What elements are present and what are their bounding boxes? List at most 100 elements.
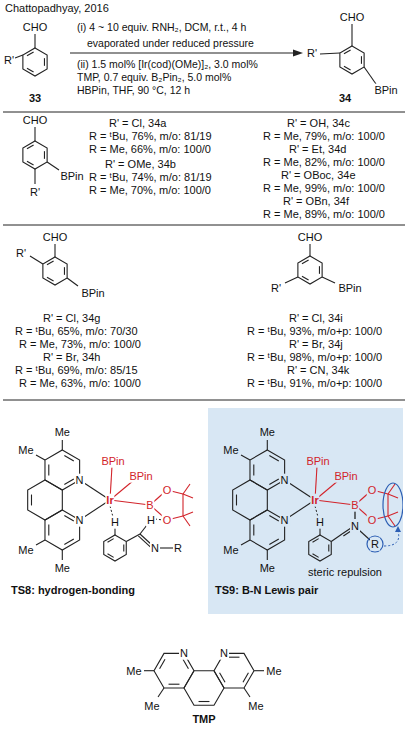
bond-line [320, 53, 340, 54]
atom-label: O [367, 484, 378, 497]
entry-header: R' = Br, 34j [288, 338, 344, 351]
bond-line [269, 516, 278, 521]
bond-line [331, 534, 342, 542]
bond-line [254, 670, 264, 671]
entry-result: R = Me, 79%, m/o: 100/0 [262, 130, 386, 143]
entry-header: R' = CN, 34k [286, 364, 350, 377]
steric-circle [367, 536, 383, 552]
bond-line [315, 500, 355, 505]
atom-label: CHO [339, 11, 365, 24]
atom-label: N [219, 647, 229, 660]
bond-line [27, 145, 34, 149]
bond-line [354, 511, 355, 519]
bond-line [126, 534, 140, 542]
bond-line [269, 456, 278, 461]
atom-label: CHO [297, 231, 323, 244]
atom-label: R [370, 538, 380, 551]
bond-line [183, 484, 190, 494]
bond-line [62, 550, 63, 560]
bond-line [302, 260, 309, 264]
bond-line [44, 58, 45, 66]
bond-line [3, 400, 405, 401]
bond-line [285, 277, 298, 283]
arrow-head [293, 50, 303, 57]
ts-caption: TS8: hydrogen-bonding [10, 584, 136, 597]
bond-line [313, 554, 319, 558]
bond-line [64, 539, 73, 544]
atom-label: Ir [310, 494, 319, 507]
bond-line [267, 440, 268, 450]
bond-line [220, 673, 225, 682]
bond-line [322, 277, 335, 283]
bond-line [183, 512, 193, 516]
annotation-text: steric repulsion [307, 566, 383, 579]
bond-line [182, 494, 183, 516]
bond-line [253, 465, 254, 476]
bond-line [388, 494, 398, 498]
bond-line [253, 525, 254, 536]
bond-line [364, 67, 376, 84]
atom-label: CHO [42, 231, 68, 244]
atom-label: BPin [337, 282, 362, 295]
bond-line [54, 244, 55, 257]
ts-caption: TS9: B-N Lewis pair [214, 584, 319, 597]
bond-line [44, 151, 45, 159]
atom-label: CHO [22, 114, 48, 127]
entry-header: R' = Cl, 34a [108, 117, 167, 130]
bond-line [34, 34, 35, 48]
ring-outline [28, 480, 63, 520]
atom-label: N [75, 514, 85, 527]
atom-label: BPin [80, 287, 105, 300]
bond-line [47, 277, 54, 281]
entry-header: R' = Cl, 34g [42, 312, 101, 325]
entry-result: R = ᵗBu, 76%, m/o: 81/19 [88, 130, 213, 143]
bond-line [3, 112, 405, 113]
entry-header: R' = OMe, 34b [104, 158, 177, 171]
bond-line [309, 244, 310, 256]
atom-label: Me [222, 544, 239, 557]
bond-line [67, 278, 78, 286]
bond-line [328, 544, 329, 551]
condition-text: evaporated under reduced pressure [86, 37, 255, 49]
atom-label: Me [265, 665, 282, 678]
bond-line [140, 525, 147, 534]
atom-label: Me [143, 700, 160, 713]
ligand-name: TMP [191, 713, 216, 726]
bond-line [47, 162, 59, 170]
atom-label: BPin [373, 84, 398, 97]
atom-label: CHO [22, 21, 48, 34]
entry-result: R = Me, 70%, m/o: 100/0 [88, 184, 212, 197]
bond-line [388, 512, 398, 516]
atom-label: B [145, 499, 154, 512]
substituent-label: R' [3, 54, 15, 67]
substituent-label: R' [29, 186, 41, 199]
bond-line [241, 455, 250, 460]
atom-label: Ir [105, 494, 114, 507]
compound-number: 34 [338, 92, 352, 105]
atom-label: O [367, 514, 378, 527]
entry-result: R = ᵗBu, 98%, m/o+p: 100/0 [246, 351, 383, 364]
atom-label: Me [222, 444, 239, 457]
bond-line [15, 55, 23, 58]
atom-label: Me [17, 444, 34, 457]
scheme-title: Chattopadhyay, 2016 [4, 2, 110, 15]
bond-line [183, 659, 188, 668]
bond-line [269, 479, 278, 484]
entry-header: R' = OBoc, 34e [280, 169, 357, 182]
atom-label: BPin [59, 170, 84, 183]
atom-label: Me [247, 700, 264, 713]
bond-line [344, 66, 351, 70]
atom-label: Me [125, 665, 142, 678]
bond-line [64, 267, 65, 275]
bond-line [48, 525, 49, 536]
bond-line [123, 544, 124, 551]
atom-label: B [350, 499, 359, 512]
bond-line [199, 701, 210, 702]
atom-label: BPin [305, 455, 330, 468]
ring-outline [43, 257, 67, 285]
atom-label: Me [259, 562, 276, 575]
bond-line [48, 465, 49, 476]
bond-line [183, 516, 190, 526]
entry-header: R' = Cl, 34i [288, 312, 344, 325]
condition-text: HBPin, THF, 90 °C, 12 h [76, 84, 191, 96]
